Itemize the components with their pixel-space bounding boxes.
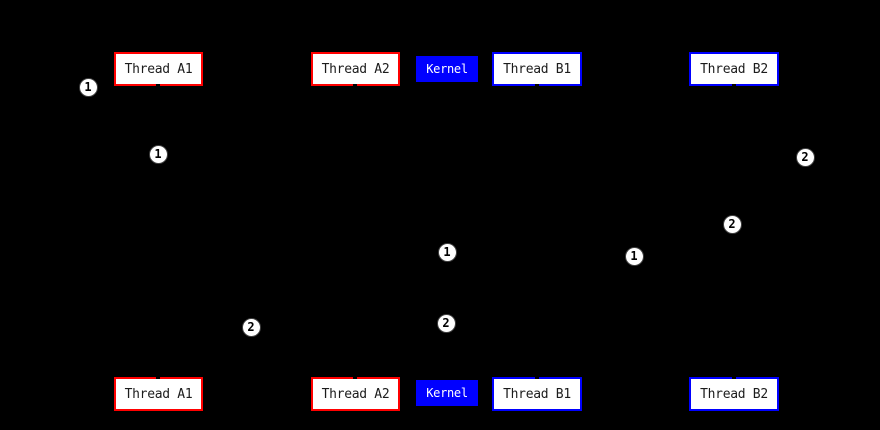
message-number-badge: 1 xyxy=(437,242,457,262)
participant-label-thread-a1: Thread A1 xyxy=(124,386,193,402)
participant-box-top-thread-a2: Thread A2 xyxy=(311,52,400,86)
participant-label-kernel: Kernel xyxy=(426,386,468,400)
participant-box-top-kernel: Kernel xyxy=(416,56,478,82)
participant-box-bottom-thread-b2: Thread B2 xyxy=(689,377,779,411)
participant-box-bottom-thread-a1: Thread A1 xyxy=(114,377,203,411)
participant-label-kernel: Kernel xyxy=(426,62,468,76)
message-number-badge: 1 xyxy=(78,77,98,97)
participant-box-bottom-kernel: Kernel xyxy=(416,380,478,406)
message-number-badge: 2 xyxy=(241,317,261,337)
lifeline-tick xyxy=(156,373,160,379)
participant-label-thread-b2: Thread B2 xyxy=(700,386,768,402)
lifeline-tick xyxy=(353,373,357,379)
lifeline-tick xyxy=(353,84,357,90)
lifeline-tick xyxy=(732,84,736,90)
participant-label-thread-b2: Thread B2 xyxy=(700,61,768,77)
participant-box-top-thread-b2: Thread B2 xyxy=(689,52,779,86)
participant-box-bottom-thread-a2: Thread A2 xyxy=(311,377,400,411)
participant-box-bottom-thread-b1: Thread B1 xyxy=(492,377,582,411)
participant-label-thread-a2: Thread A2 xyxy=(321,61,390,77)
message-number-badge: 1 xyxy=(148,144,168,164)
message-number-badge: 2 xyxy=(436,313,456,333)
message-number-badge: 1 xyxy=(624,246,644,266)
lifeline-tick xyxy=(535,84,539,90)
lifeline-tick xyxy=(535,373,539,379)
participant-box-top-thread-b1: Thread B1 xyxy=(492,52,582,86)
participant-label-thread-a2: Thread A2 xyxy=(321,386,390,402)
participant-box-top-thread-a1: Thread A1 xyxy=(114,52,203,86)
participant-label-thread-b1: Thread B1 xyxy=(503,386,571,402)
participant-label-thread-b1: Thread B1 xyxy=(503,61,571,77)
lifeline-tick xyxy=(732,373,736,379)
lifeline-tick xyxy=(156,84,160,90)
participant-label-thread-a1: Thread A1 xyxy=(124,61,193,77)
message-number-badge: 2 xyxy=(722,214,742,234)
message-number-badge: 2 xyxy=(795,147,815,167)
